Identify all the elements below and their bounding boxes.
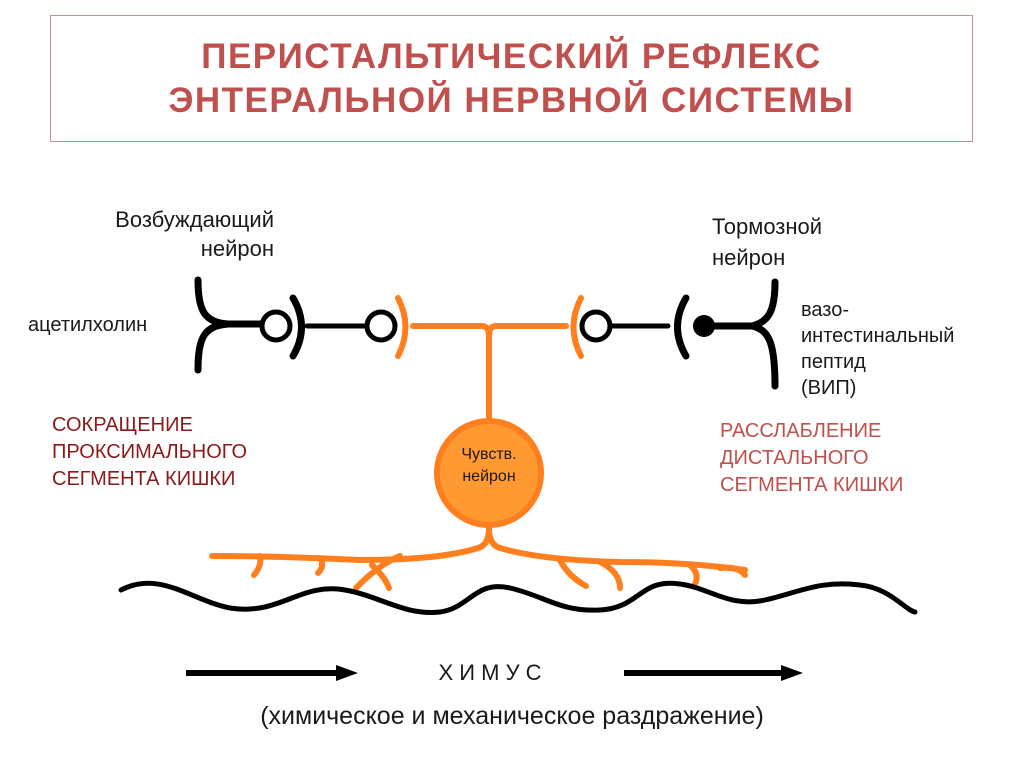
- sensory-dendrite-left-1: [251, 553, 264, 578]
- chyme-label: Х И М У С: [438, 660, 542, 685]
- vip-label-1: вазо-: [801, 299, 850, 321]
- sensory-dendrite-right-3: [687, 562, 700, 587]
- chyme-caption: (химическое и механическое раздражение): [260, 702, 764, 730]
- sensory-neuron-label-1: Чувств.: [461, 446, 517, 463]
- vip-label-4: (ВИП): [801, 377, 857, 399]
- inhibitory-neuron-label-1: Тормозной: [712, 214, 823, 239]
- inhibitory-neuron-label-2: нейрон: [712, 245, 786, 270]
- excitatory-neuron-label-1: Возбуждающий: [115, 207, 274, 232]
- excitatory-neuron-terminal: [259, 309, 293, 343]
- sensory-dendrite-right-2: [597, 559, 623, 591]
- sensory-neuron-label-2: нейрон: [462, 468, 516, 485]
- sensory-dendrite-right-4: [717, 564, 748, 578]
- inhibitory-effect-line-1: РАССЛАБЛЕНИЕ: [720, 420, 882, 442]
- sensory-synapse-right: [570, 295, 584, 359]
- chyme-arrow-right: [624, 665, 803, 681]
- inhibitory-effect-line-3: СЕГМЕНТА КИШКИ: [720, 474, 904, 496]
- sensory-dendrites-trunk: [209, 545, 481, 563]
- inhibitory-neuron-terminal: [693, 315, 715, 337]
- inhibitory-neuron: [579, 278, 779, 390]
- inhibitory-neuron-dendrite: [750, 278, 779, 390]
- sensory-stem: [475, 525, 503, 551]
- inhibitory-interneuron-terminal: [579, 309, 613, 343]
- sensory-dendrite-right-1: [557, 557, 589, 589]
- excitatory-synapse-bracket: [289, 294, 305, 360]
- excitatory-effect-line-2: ПРОКСИМАЛЬНОГО: [52, 441, 248, 463]
- sensory-dendrite-left-4: [369, 562, 392, 591]
- chyme-arrow-left: [186, 665, 358, 681]
- excitatory-effect-line-3: СЕГМЕНТА КИШКИ: [52, 468, 236, 490]
- sensory-neuron-body: [434, 418, 544, 528]
- title-line-1: ПЕРИСТАЛЬТИЧЕСКИЙ РЕФЛЕКС: [201, 36, 822, 76]
- acetylcholine-label: ацетилхолин: [28, 314, 148, 336]
- excitatory-effect-line-1: СОКРАЩЕНИЕ: [52, 414, 193, 436]
- vip-label-2: интестинальный: [801, 325, 955, 347]
- excitatory-neuron-label-2: нейрон: [200, 236, 274, 261]
- title-line-2: ЭНТЕРАЛЬНОЙ НЕРВНОЙ СИСТЕМЫ: [168, 80, 855, 120]
- excitatory-neuron-dendrite: [194, 276, 229, 374]
- sensory-neuron: [209, 295, 748, 591]
- title-box: ПЕРИСТАЛЬТИЧЕСКИЙ РЕФЛЕКС ЭНТЕРАЛЬНОЙ НЕ…: [50, 15, 973, 142]
- excitatory-interneuron-terminal: [364, 309, 398, 343]
- inhibitory-effect-line-2: ДИСТАЛЬНОГО: [720, 447, 869, 469]
- sensory-dendrite-left-2: [315, 555, 326, 576]
- inhibitory-synapse-bracket: [674, 294, 690, 360]
- excitatory-neuron: [194, 276, 398, 374]
- sensory-dendrites-trunk-right: [497, 545, 748, 573]
- sensory-axon-branches: [410, 323, 569, 423]
- vip-label-3: пептид: [801, 351, 866, 373]
- sensory-synapse-left: [395, 295, 409, 359]
- mucosa-wavy-line: [118, 580, 918, 616]
